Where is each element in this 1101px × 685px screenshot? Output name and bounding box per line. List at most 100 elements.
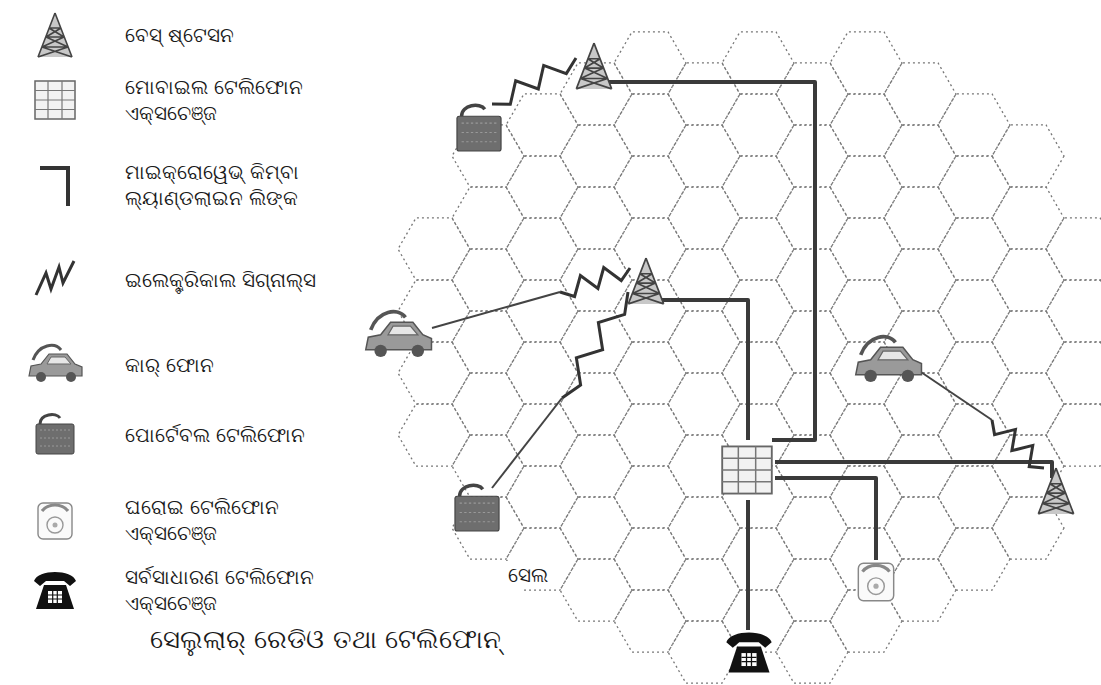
cell-outline	[668, 63, 740, 125]
radio-signal	[562, 292, 628, 398]
cell-outline	[560, 249, 632, 311]
cell-outline	[884, 373, 956, 435]
link	[775, 462, 1052, 478]
base-station-icon	[38, 13, 72, 57]
private-exchange	[858, 563, 893, 600]
cell-outline	[992, 311, 1064, 373]
cell-outline	[506, 280, 578, 342]
car-phone	[366, 312, 432, 357]
cell-outline	[560, 125, 632, 187]
cell-outline	[884, 63, 956, 125]
cell-outline	[830, 156, 902, 218]
cell-outline	[668, 559, 740, 621]
cell-outline	[776, 621, 848, 683]
link	[746, 500, 750, 630]
legend-text: ବେସ୍ ଷ୍ଟେସନ	[125, 22, 234, 48]
base-station	[628, 258, 663, 304]
cell-outline	[506, 94, 578, 156]
cell-outline	[1046, 280, 1101, 342]
cell-outline	[776, 497, 848, 559]
signal-lead	[492, 398, 562, 488]
cell-outline	[884, 187, 956, 249]
car-phone-icon	[29, 345, 82, 382]
cell-outline	[452, 249, 524, 311]
cell-outline	[398, 342, 470, 404]
cell-outline	[506, 156, 578, 218]
cell-outline	[938, 218, 1010, 280]
cell-outline	[398, 404, 470, 466]
portable-phone-icon	[36, 415, 74, 454]
cell-outline	[668, 187, 740, 249]
cell-outline	[722, 32, 794, 94]
cell-outline	[560, 435, 632, 497]
cell-outline	[722, 280, 794, 342]
public-exchange	[726, 633, 771, 673]
base-station	[576, 43, 611, 89]
mobile-exchange	[722, 446, 772, 493]
cell-outline	[398, 218, 470, 280]
signal-lead	[432, 292, 560, 328]
cell-outline	[992, 187, 1064, 249]
cell-outline	[722, 156, 794, 218]
cell-outline	[614, 32, 686, 94]
cell-outline	[830, 280, 902, 342]
cell-outline	[884, 125, 956, 187]
cell-outline	[884, 249, 956, 311]
cell-outline	[1046, 218, 1101, 280]
cell-outline	[830, 32, 902, 94]
cell-outline	[614, 156, 686, 218]
link	[602, 82, 815, 440]
legend-text: ଇଲେକ୍ଟ୍ରିକାଲ ସିଗ୍ନାଲ୍ସ	[125, 267, 316, 293]
caption: ସେଲୁଲାର୍ ରେଡିଓ ତଥା ଟେଲିଫୋନ୍	[150, 623, 501, 657]
legend-text: ମୋବାଇଲ ଟେଲିଫୋନ ଏକ୍ସଚେଞ୍ଜ	[125, 74, 365, 126]
cell-outline	[884, 435, 956, 497]
cell-outline	[1046, 404, 1101, 466]
public-exchange-icon	[34, 572, 76, 609]
cell-outline	[668, 497, 740, 559]
cell-outline	[668, 621, 740, 683]
cell-outline	[614, 342, 686, 404]
link-icon	[40, 168, 68, 206]
cell-outline	[776, 311, 848, 373]
cell-outline	[668, 373, 740, 435]
cell-outline	[560, 373, 632, 435]
cell-outline	[992, 125, 1064, 187]
cell-outline	[1046, 342, 1101, 404]
cell-outline	[830, 404, 902, 466]
cell-outline	[722, 94, 794, 156]
mobile-exchange-icon	[35, 81, 75, 119]
cell-outline	[776, 249, 848, 311]
cell-outline	[776, 187, 848, 249]
cell-outline	[938, 342, 1010, 404]
link	[655, 300, 748, 440]
radio-signal	[560, 267, 630, 296]
cell-outline	[938, 156, 1010, 218]
cell-outline	[938, 404, 1010, 466]
signal-lead	[912, 366, 992, 420]
cell-outline	[452, 187, 524, 249]
cell-outline	[938, 466, 1010, 528]
radio-signal	[992, 420, 1044, 468]
cell-outline	[776, 559, 848, 621]
base-station	[1038, 468, 1073, 514]
cell-grid	[398, 32, 1101, 683]
cell-outline	[668, 125, 740, 187]
cell-outline	[722, 342, 794, 404]
portable-phone	[455, 485, 499, 531]
link	[775, 478, 876, 560]
cell-outline	[560, 559, 632, 621]
legend-text: ପୋର୍ଟେବଲ ଟେଲିଫୋନ	[125, 422, 305, 448]
cell-outline	[506, 466, 578, 528]
radio-signal	[492, 58, 576, 104]
cell-outline	[938, 528, 1010, 590]
cell-outline	[992, 373, 1064, 435]
cell-label: ସେଲ	[505, 561, 551, 589]
legend-text: ମାଇକ୍ରୋୱେଭ୍ କିମ୍ବା ଲ୍ୟାଣ୍ଡଲାଇନ ଲିଙ୍କ	[125, 159, 365, 211]
private-exchange-icon	[38, 503, 72, 539]
car-phone	[856, 337, 922, 382]
cell-outline	[614, 404, 686, 466]
cell-outline	[560, 311, 632, 373]
cell-outline	[452, 373, 524, 435]
cell-outline	[776, 125, 848, 187]
signal-icon	[36, 261, 74, 295]
